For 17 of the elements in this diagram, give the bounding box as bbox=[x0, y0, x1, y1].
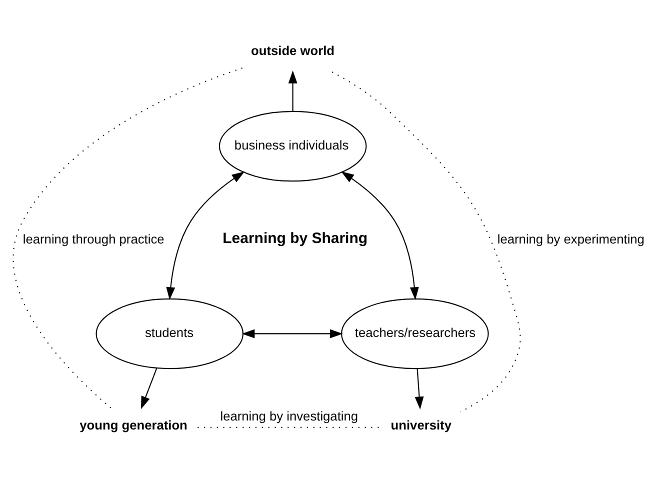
arrow bbox=[288, 70, 298, 111]
node-ellipse: teachers/researchers bbox=[341, 298, 489, 369]
connector bbox=[332, 71, 521, 412]
label: Learning by Sharing bbox=[222, 229, 368, 246]
arrow bbox=[414, 368, 424, 410]
connector bbox=[12, 67, 242, 408]
arrow bbox=[341, 170, 419, 300]
arrow bbox=[242, 328, 343, 338]
node-text: university bbox=[390, 417, 452, 432]
node-ellipse: students bbox=[96, 298, 244, 369]
arrow bbox=[140, 368, 158, 409]
edge-label: learning through practice bbox=[22, 230, 164, 246]
arrow bbox=[166, 170, 245, 300]
node-text: outside world bbox=[251, 42, 335, 58]
edge-label: learning by investigating bbox=[220, 408, 358, 424]
edge-label: learning by experimenting bbox=[497, 230, 644, 246]
node-text: young generation bbox=[80, 417, 188, 432]
